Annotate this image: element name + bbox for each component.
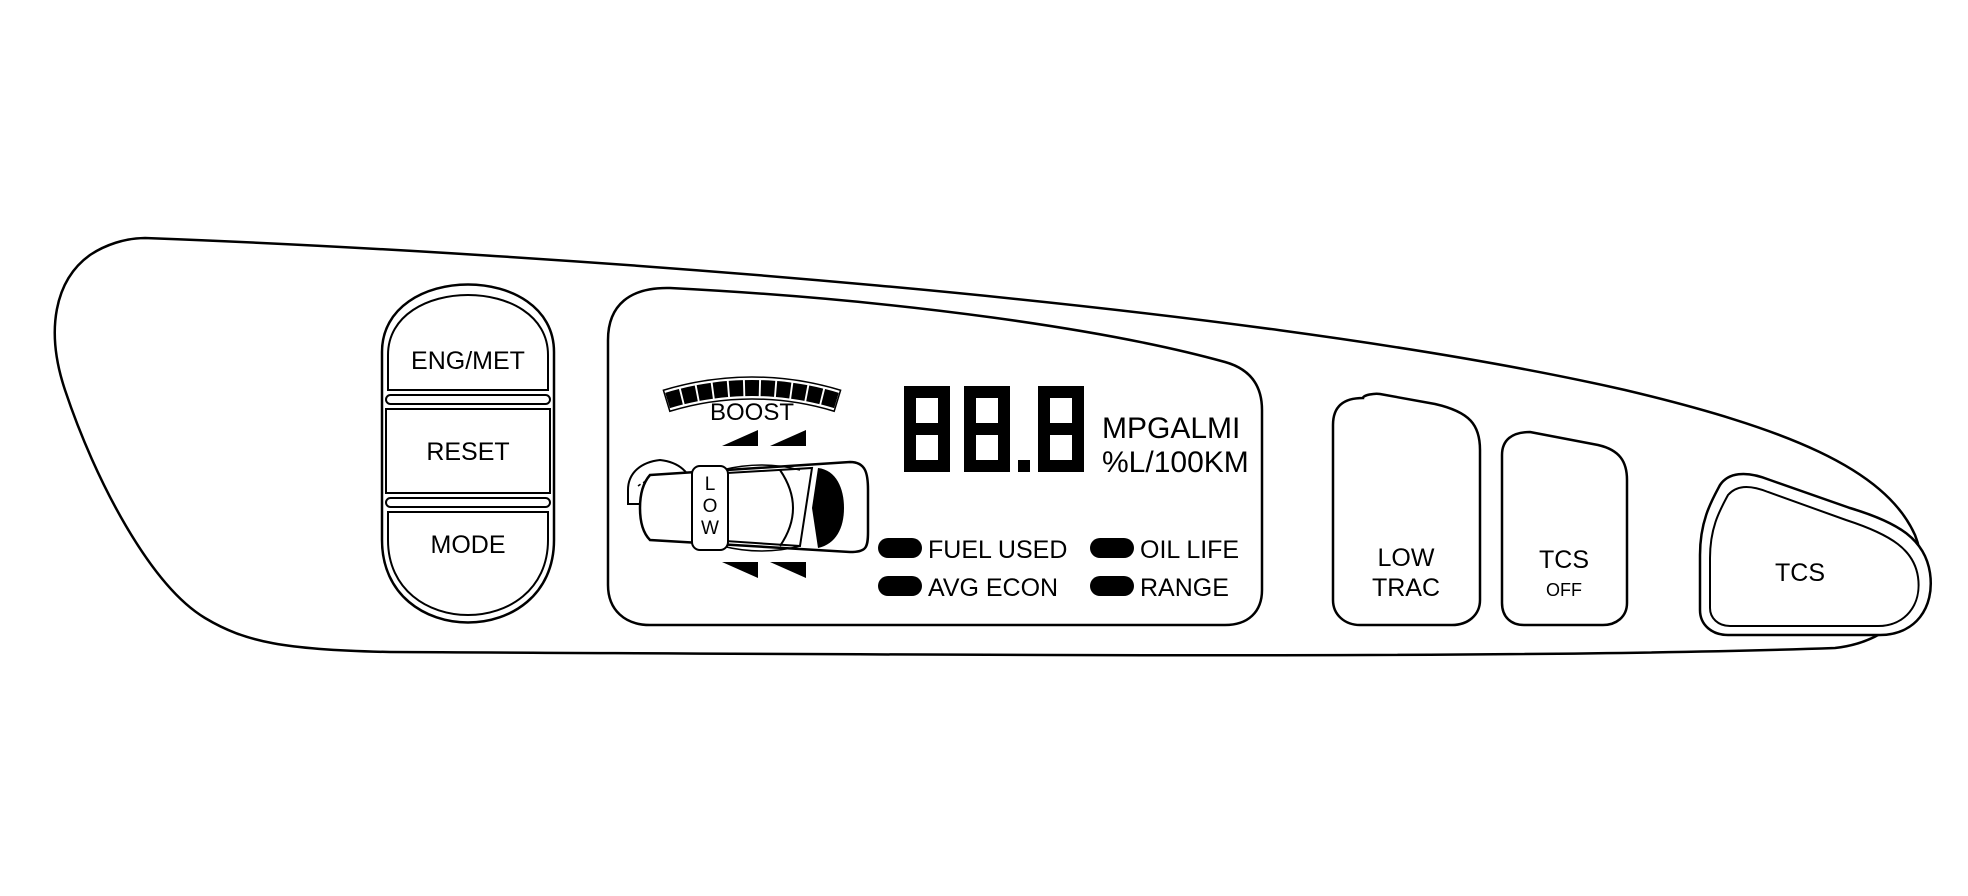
boost-segment <box>696 382 713 401</box>
car-top-view-icon: L O W <box>638 460 870 554</box>
tcs-label: TCS <box>1775 559 1825 587</box>
digit-segment <box>1038 435 1050 461</box>
oil-life-indicator <box>1090 538 1134 558</box>
boost-gauge <box>662 376 842 413</box>
boost-segment <box>728 380 744 397</box>
digit-segment <box>904 398 916 424</box>
digit-segment <box>964 435 976 461</box>
low-washer-box <box>691 465 729 551</box>
digit-segment <box>938 398 950 424</box>
low-letter: O <box>703 496 718 517</box>
avg-econ-label: AVG ECON <box>928 574 1058 602</box>
digit-segment <box>964 460 1010 472</box>
boost-segment <box>712 381 729 399</box>
tcs-button[interactable]: TCS <box>1698 472 1932 637</box>
boost-segment <box>791 382 808 401</box>
digit-segment <box>904 423 950 435</box>
avg-econ-indicator <box>878 576 922 596</box>
oil-life-label: OIL LIFE <box>1140 536 1239 564</box>
boost-segment <box>760 380 776 397</box>
boost-segment <box>775 381 792 399</box>
digit-segment <box>904 386 950 398</box>
digit-segment <box>964 386 1010 398</box>
mode-button[interactable]: MODE <box>387 511 549 616</box>
digit-segment <box>904 435 916 461</box>
range-label: RANGE <box>1140 574 1229 602</box>
digit-segment <box>904 460 950 472</box>
range-indicator <box>1090 576 1134 596</box>
boost-segment <box>821 389 839 409</box>
tcs-off-label-line2: OFF <box>1546 580 1582 600</box>
digit-segment <box>1038 423 1084 435</box>
button-divider <box>385 394 551 405</box>
reset-button[interactable]: RESET <box>385 408 551 494</box>
mode-label: MODE <box>431 531 506 559</box>
digit-segment <box>938 435 950 461</box>
digit-segment <box>1072 398 1084 424</box>
decimal-point <box>1018 460 1030 472</box>
arrow-indicator-icon <box>770 430 806 446</box>
trip-button-group: ENG/MET RESET MODE <box>380 283 556 624</box>
unit-mpg-label: MPGALMI <box>1102 412 1240 445</box>
eng-met-button[interactable]: ENG/MET <box>387 294 549 391</box>
digit-segment <box>998 435 1010 461</box>
low-trac-button[interactable]: LOW TRAC <box>1331 392 1482 627</box>
fuel-used-indicator <box>878 538 922 558</box>
low-trac-label-line2: TRAC <box>1372 574 1440 602</box>
low-letter: L <box>705 474 716 495</box>
boost-gauge-outline <box>662 376 842 413</box>
boost-segment <box>806 385 824 405</box>
digit-readout <box>904 386 1084 472</box>
arrow-indicator-icon <box>722 430 758 446</box>
reset-label: RESET <box>426 438 509 466</box>
digit-segment <box>964 398 976 424</box>
eng-met-label: ENG/MET <box>411 347 525 375</box>
unit-metric-label: %L/100KM <box>1102 446 1249 479</box>
digit-segment <box>1038 460 1084 472</box>
arrow-indicator-icon <box>722 562 758 578</box>
digit-segment <box>1072 435 1084 461</box>
tcs-off-button[interactable]: TCS OFF <box>1500 430 1629 627</box>
button-divider <box>385 497 551 508</box>
boost-segment <box>680 385 698 405</box>
digit-segment <box>998 398 1010 424</box>
low-trac-label-line1: LOW <box>1378 544 1435 572</box>
lcd-display: BOOST L O W MPGALMI %L <box>606 286 1264 627</box>
low-letter: W <box>701 518 719 539</box>
digit-segment <box>1038 386 1084 398</box>
boost-label: BOOST <box>710 399 794 426</box>
boost-segment <box>744 380 760 397</box>
digit-segment <box>1038 398 1050 424</box>
boost-segment <box>665 389 683 409</box>
fuel-used-label: FUEL USED <box>928 536 1067 564</box>
tcs-off-label-line1: TCS <box>1539 546 1589 574</box>
arrow-indicator-icon <box>770 562 806 578</box>
digit-segment <box>964 423 1010 435</box>
